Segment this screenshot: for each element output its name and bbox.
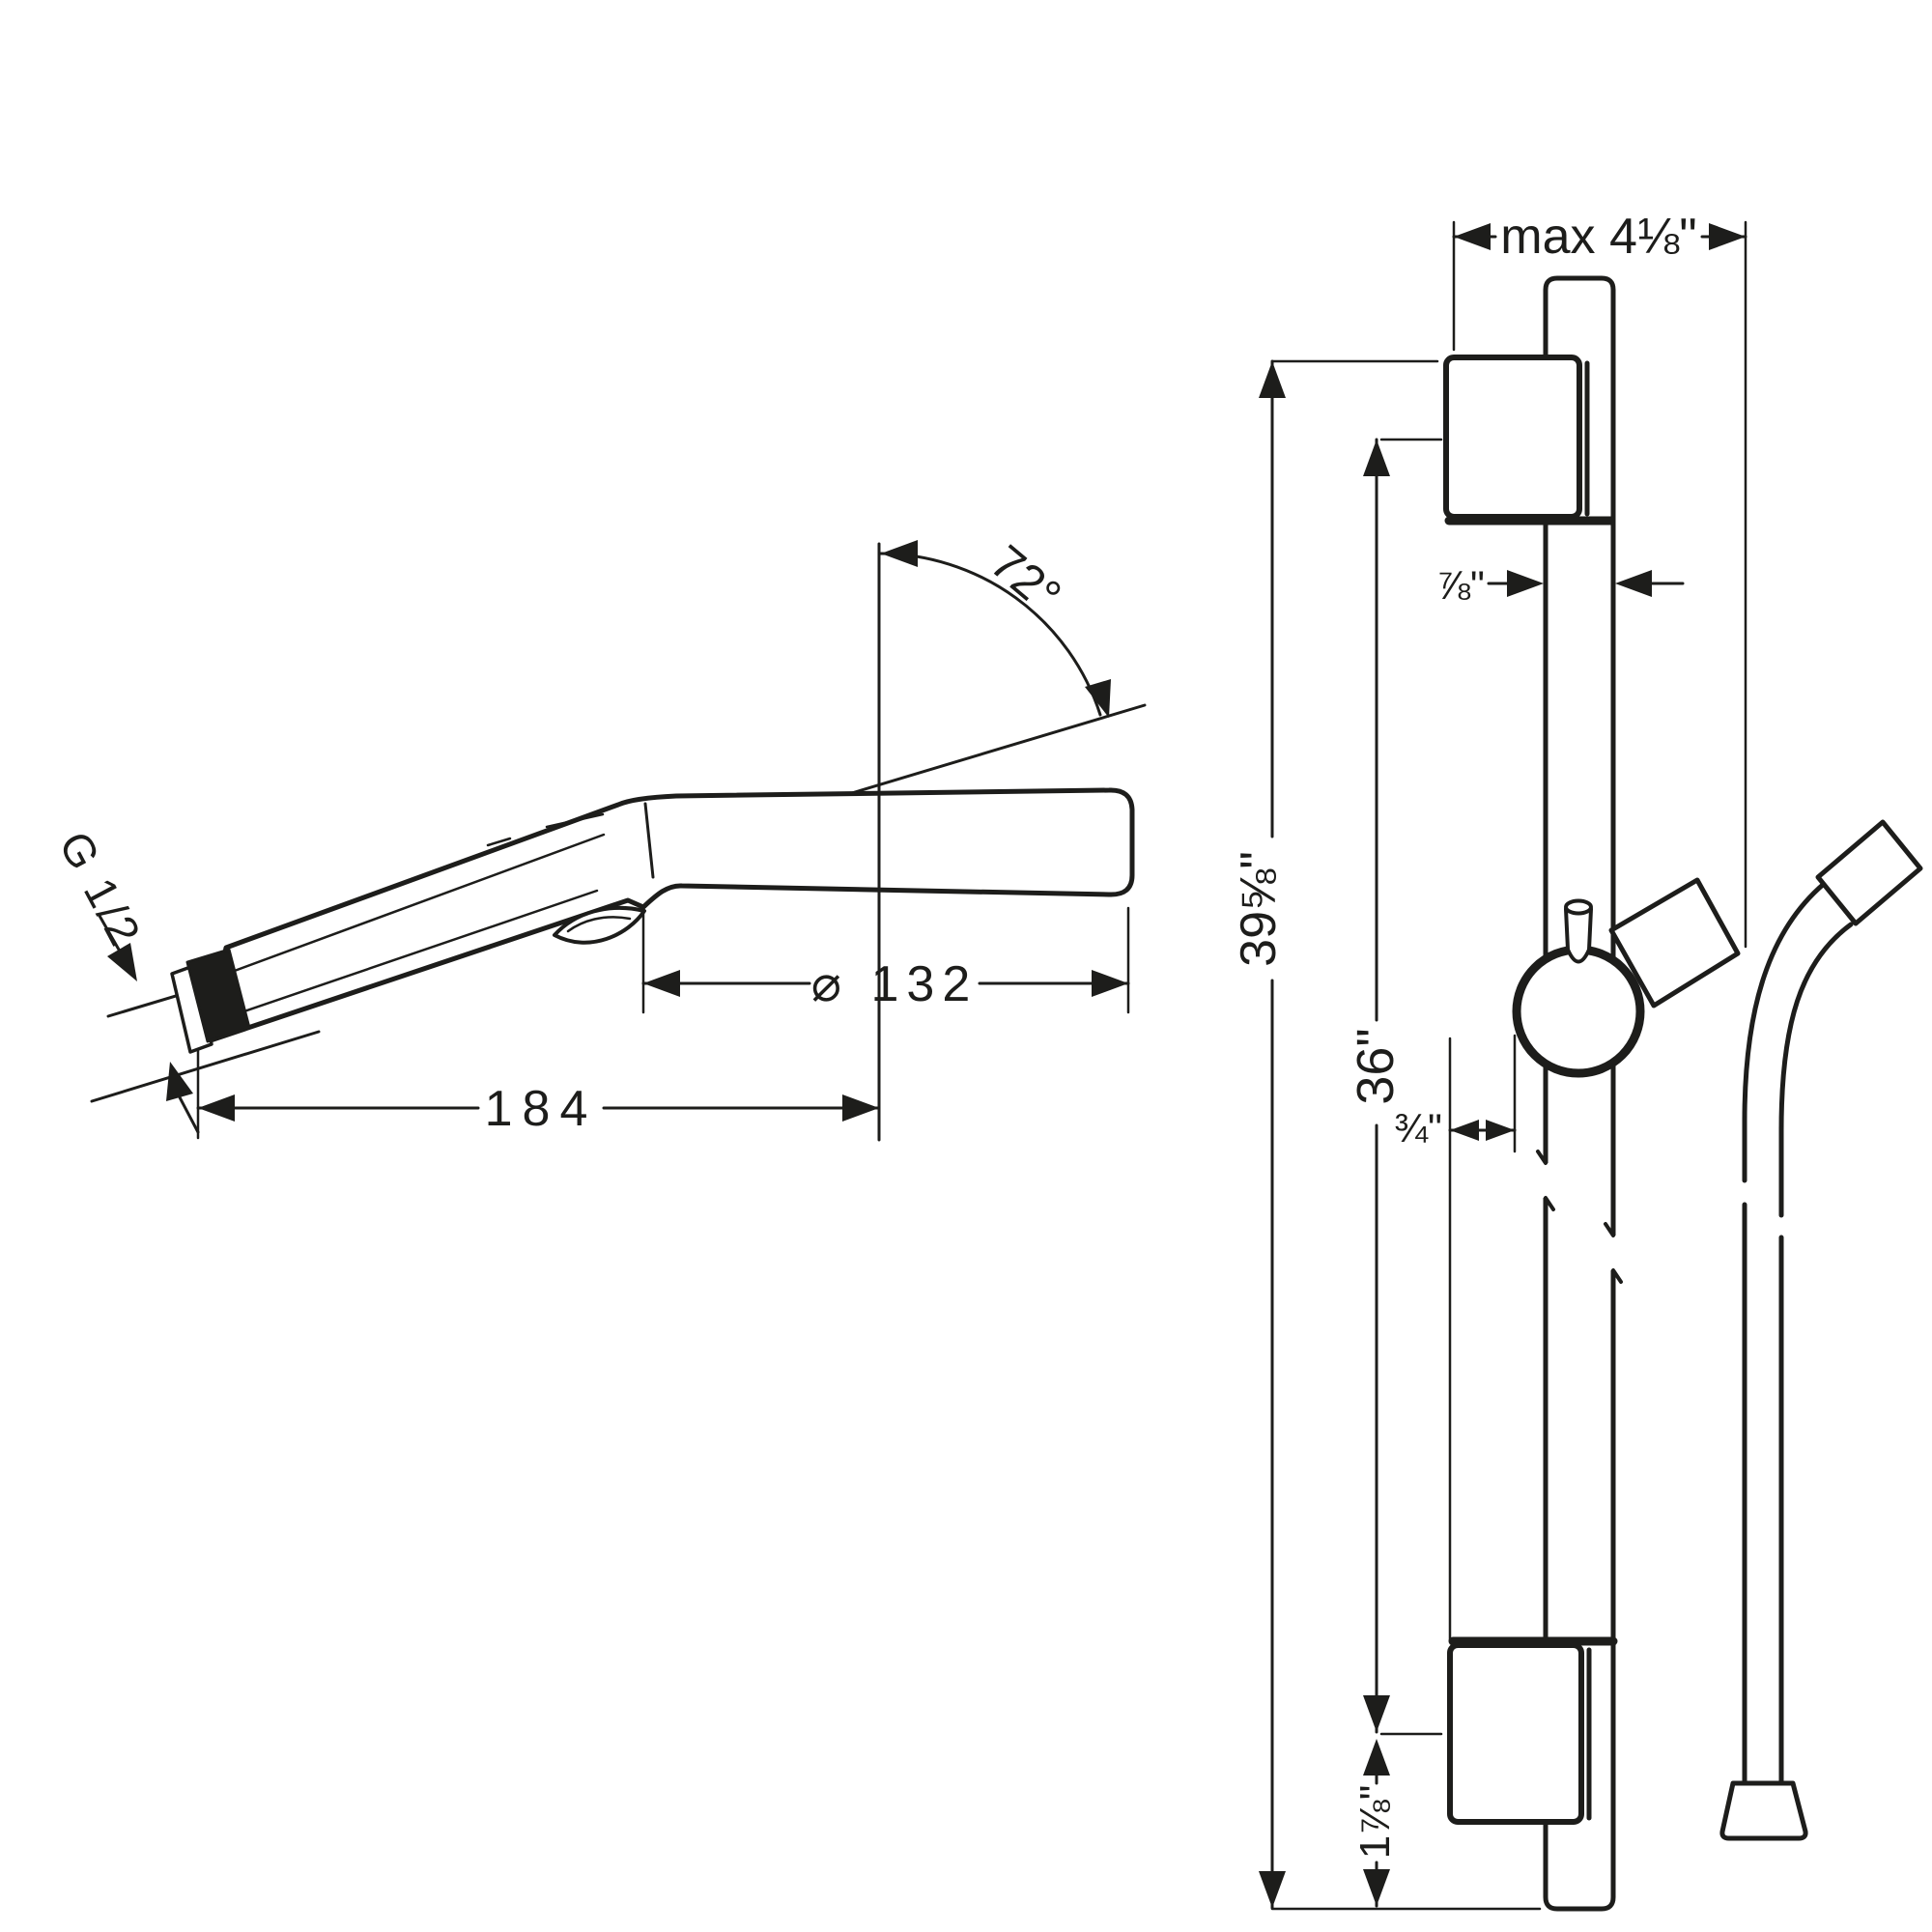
handshower-body: [205, 787, 1135, 1044]
handle-surface-dash-2: [486, 837, 512, 847]
angle-arc-arrowhead-top: [881, 540, 918, 567]
dim-offset-arrow-left: [1450, 1120, 1479, 1141]
g-half-thread-band: [185, 948, 251, 1043]
bottom-offset-label: 1⅞": [1351, 1785, 1399, 1860]
angle-arc: [877, 552, 1102, 717]
dim-length-arrow-left: [198, 1094, 235, 1122]
head-seam-line: [643, 802, 655, 879]
slider-knob: [1564, 907, 1593, 964]
overall-height-label: 39⅝": [1231, 851, 1287, 967]
holder-arm: [1608, 877, 1741, 1009]
hose-top-fitting: [1815, 819, 1923, 926]
dim-bottom-arrow-up: [1363, 1739, 1390, 1776]
rail-break-right: [1607, 1236, 1619, 1270]
dim-36-arrow-bottom: [1363, 1695, 1390, 1732]
rail-break-tick-1: [1536, 1150, 1548, 1165]
hose-curve-right: [1778, 922, 1854, 1133]
rail-height-label: 36": [1347, 1028, 1405, 1104]
dim-diameter-arrow-right: [1092, 970, 1128, 997]
length-label: 184: [485, 1081, 598, 1137]
max-width-label: max 4⅛": [1500, 209, 1696, 265]
slider-knob-top: [1564, 898, 1593, 916]
wallbar-rail: [1543, 275, 1616, 1912]
rail-break-tick-2: [1544, 1196, 1555, 1211]
g-half-leader-line: [98, 914, 121, 952]
dim-overall-arrow-top: [1259, 361, 1286, 398]
handle-inner-line-top: [230, 833, 606, 974]
dim-36-arrow-top: [1363, 440, 1390, 476]
handshower-drawing: [90, 540, 1147, 1142]
diameter-label: ⌀ 132: [811, 956, 979, 1012]
outlet-lip-inner: [566, 916, 632, 933]
end-plane-line: [90, 1030, 321, 1103]
bar-width-label: ⅞": [1436, 562, 1485, 608]
g-half-leader-arrowhead: [107, 943, 137, 981]
angle-label: 72°: [980, 535, 1071, 624]
dim-barwidth-arrow-right: [1615, 570, 1652, 597]
end-plane-arrowhead: [166, 1062, 193, 1101]
end-plane-arrow-tail: [178, 1095, 200, 1134]
wallbar-drawing: [1259, 220, 1923, 1912]
g-half-label: G 1/2: [49, 823, 152, 955]
dim-offset-arrow-right: [1486, 1120, 1515, 1141]
dim-maxwidth-arrow-right: [1709, 223, 1746, 250]
dim-diameter-arrow-left: [643, 970, 680, 997]
rail-break-tick-3: [1604, 1222, 1615, 1237]
dim-barwidth-arrow-left: [1507, 570, 1544, 597]
handle-surface-dash-1: [545, 812, 605, 829]
top-bracket: [1443, 355, 1582, 520]
wall-offset-label: ¾": [1394, 1105, 1442, 1151]
hose-curve-left: [1742, 881, 1827, 1123]
dim-maxwidth-arrow-left: [1454, 223, 1491, 250]
rail-break-left: [1540, 1163, 1551, 1198]
dim-overall-arrow-bottom: [1259, 1871, 1286, 1908]
bottom-bracket: [1447, 1642, 1584, 1825]
dim-bottom-arrow-down: [1363, 1869, 1390, 1906]
dim-length-arrow-right: [842, 1094, 879, 1122]
hose-bottom-fitting: [1719, 1780, 1808, 1841]
angle-arc-arrowhead-bottom: [1085, 679, 1111, 718]
handle-inner-line-bottom: [234, 889, 599, 1016]
slider-ring: [1512, 945, 1645, 1078]
rail-break-tick-4: [1611, 1268, 1623, 1284]
handle-end-cap: [170, 964, 213, 1054]
